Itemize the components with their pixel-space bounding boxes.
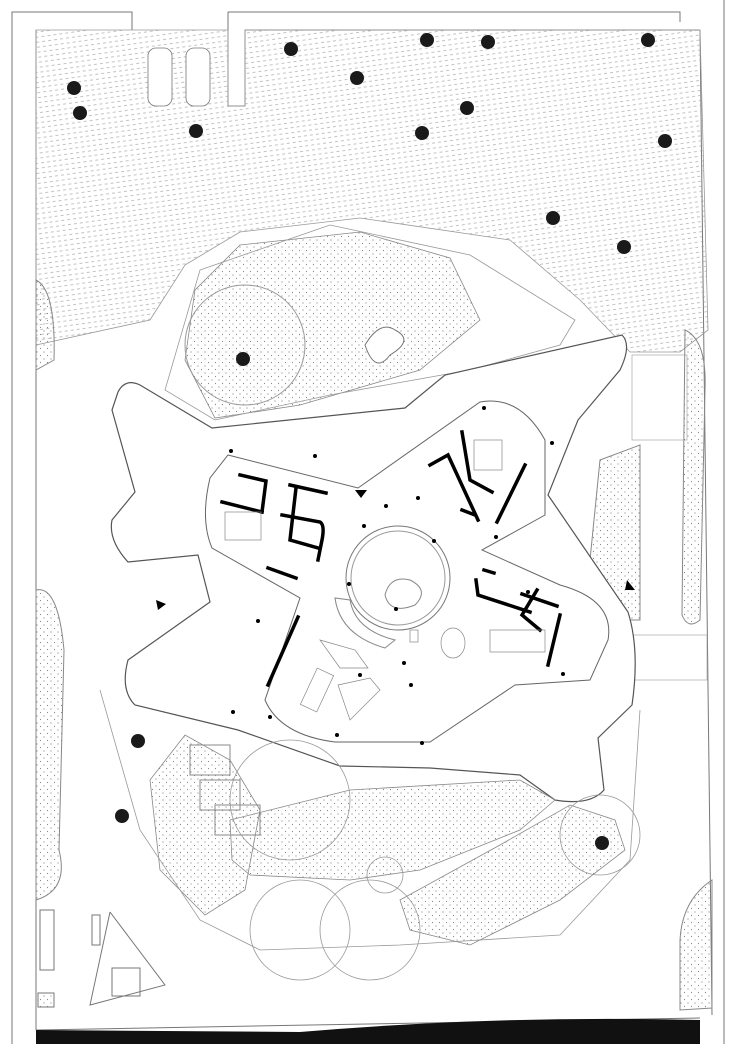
entrance-arrow-icon xyxy=(625,580,635,590)
courtyard xyxy=(345,525,451,631)
garden-outline xyxy=(99,689,641,951)
tree xyxy=(284,42,298,56)
column xyxy=(358,673,362,677)
tree xyxy=(641,33,655,47)
column xyxy=(231,710,235,714)
entrance-arrow-icon xyxy=(355,490,367,498)
column xyxy=(494,535,498,539)
column xyxy=(526,590,530,594)
left-hedge xyxy=(35,279,55,371)
courtyard-inner xyxy=(350,530,446,626)
column xyxy=(550,441,554,445)
pond xyxy=(364,326,405,364)
tree xyxy=(189,124,203,138)
column xyxy=(420,741,424,745)
column xyxy=(229,449,233,453)
tree xyxy=(236,352,250,366)
building-interior xyxy=(204,400,610,743)
column xyxy=(432,539,436,543)
column xyxy=(268,715,272,719)
tree xyxy=(595,836,609,850)
road xyxy=(36,1018,700,1044)
upper-garden-outline xyxy=(164,224,576,421)
tree xyxy=(546,211,560,225)
parking xyxy=(147,47,211,107)
tree xyxy=(460,101,474,115)
tree xyxy=(617,240,631,254)
column xyxy=(335,733,339,737)
tree-canopies xyxy=(229,739,641,981)
trees xyxy=(67,33,672,850)
column xyxy=(416,496,420,500)
right-hedge xyxy=(681,329,706,625)
furniture xyxy=(224,439,546,721)
column xyxy=(362,524,366,528)
tree-canopy xyxy=(184,284,306,406)
tree xyxy=(131,734,145,748)
lower-right-garden xyxy=(399,804,626,946)
spiral-stair xyxy=(334,597,397,649)
tree xyxy=(481,35,495,49)
tree xyxy=(658,134,672,148)
car-icon xyxy=(185,47,211,107)
column xyxy=(256,619,260,623)
columns xyxy=(229,406,565,745)
outdoor-dining xyxy=(37,909,166,1008)
left-hedge-lower xyxy=(35,589,65,901)
planter-boxes xyxy=(189,744,261,836)
entrance-arrow-icon xyxy=(156,600,166,610)
column xyxy=(384,504,388,508)
tree xyxy=(73,106,87,120)
tree xyxy=(67,81,81,95)
tree xyxy=(115,809,129,823)
upper-garden xyxy=(184,231,481,419)
lawn-area xyxy=(35,29,709,353)
car-icon xyxy=(147,47,173,107)
tree xyxy=(350,71,364,85)
column xyxy=(402,661,406,665)
column xyxy=(561,672,565,676)
column xyxy=(482,406,486,410)
column xyxy=(409,683,413,687)
entrance-markers xyxy=(156,490,635,610)
column xyxy=(394,607,398,611)
tree xyxy=(415,126,429,140)
tree xyxy=(420,33,434,47)
column xyxy=(347,582,351,586)
column xyxy=(313,454,317,458)
walls xyxy=(219,429,563,688)
right-hedge-lower xyxy=(679,879,713,1011)
